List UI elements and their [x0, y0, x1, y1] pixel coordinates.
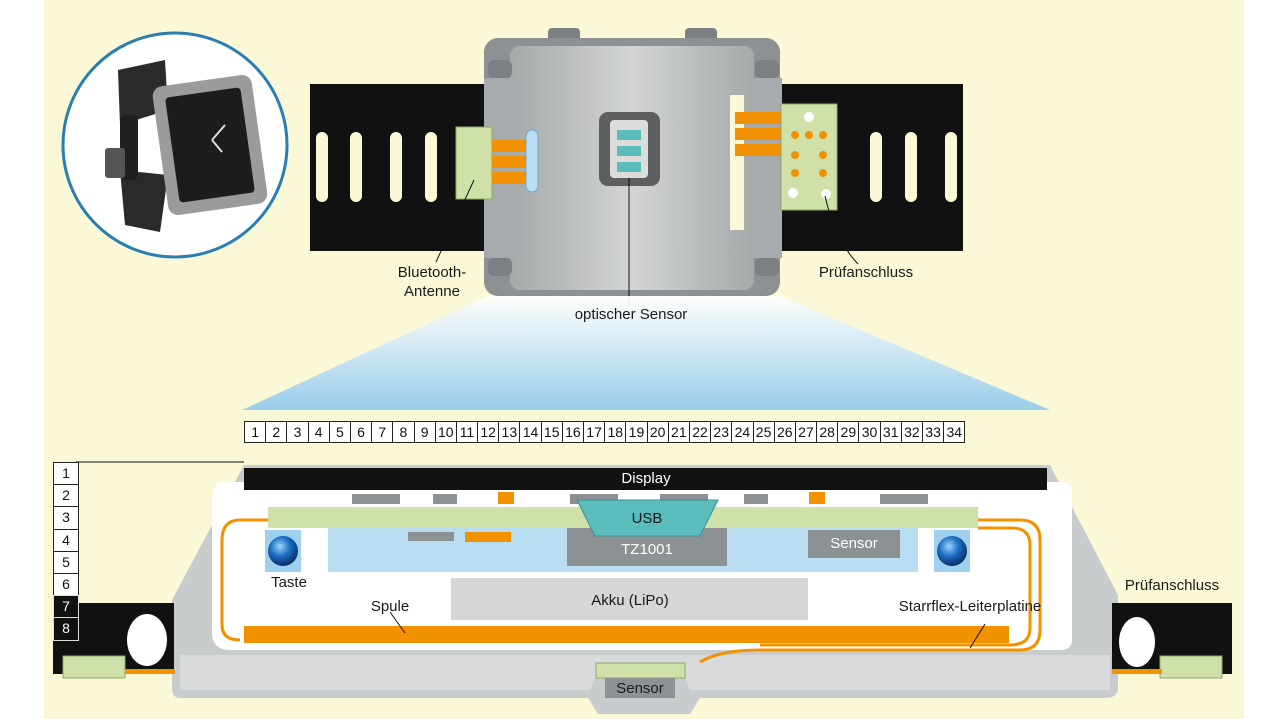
test-port-cable	[735, 112, 781, 124]
right-strap-section	[1112, 603, 1232, 679]
ruler-column-31: 31	[879, 421, 902, 443]
ruler-column-28: 28	[816, 421, 839, 443]
test-port-pins	[788, 112, 831, 199]
ruler-column-32: 32	[900, 421, 923, 443]
ruler-row-2: 2	[53, 484, 79, 508]
component-grey	[408, 532, 454, 541]
ruler-column-17: 17	[583, 421, 606, 443]
bluetooth-label-line2: Antenne	[404, 283, 460, 300]
ruler-column-16: 16	[561, 421, 584, 443]
button-left	[265, 530, 301, 572]
ruler-column-33: 33	[922, 421, 945, 443]
ruler-column-18: 18	[604, 421, 627, 443]
bottom-sensor-label: Sensor	[616, 680, 664, 697]
ruler-row-3: 3	[53, 506, 79, 530]
zoom-beam	[242, 296, 1050, 410]
ruler-column-29: 29	[837, 421, 860, 443]
ruler-column-25: 25	[752, 421, 775, 443]
ruler-column-27: 27	[794, 421, 818, 443]
ruler-column-34: 34	[943, 421, 966, 443]
starrflex-traces	[220, 518, 1042, 664]
starrflex-label: Starrflex-Leiterplatine	[898, 598, 1042, 615]
bottom-sensor-board	[595, 662, 686, 679]
ruler-column-2: 2	[265, 421, 288, 443]
ruler-column-24: 24	[731, 421, 754, 443]
bluetooth-connector	[492, 140, 532, 152]
usb-connector	[576, 499, 719, 537]
ruler-row-6: 6	[53, 572, 79, 597]
ruler-row-5: 5	[53, 550, 79, 574]
sensor-chip-label: Sensor	[830, 535, 878, 552]
ruler-column-21: 21	[667, 421, 690, 443]
bottom-leader-lines	[76, 461, 986, 649]
battery	[451, 578, 808, 620]
ruler-column-7: 7	[371, 421, 394, 443]
display-layer	[244, 468, 1047, 490]
ruler-row-1: 1	[53, 462, 79, 486]
ruler-column-15: 15	[540, 421, 563, 443]
top-components	[352, 492, 928, 504]
ruler-column-20: 20	[646, 421, 669, 443]
ruler-row-7: 7	[53, 595, 79, 619]
ruler-column-10: 10	[434, 421, 457, 443]
ruler-column-26: 26	[773, 421, 796, 443]
ruler-column-23: 23	[710, 421, 733, 443]
ruler-column-12: 12	[477, 421, 500, 443]
ruler-column-1: 1	[244, 421, 267, 443]
tz1001-label: TZ1001	[621, 541, 673, 558]
sensor-chip	[808, 530, 900, 558]
bluetooth-antenna-block	[455, 126, 493, 200]
ruler-column-19: 19	[625, 421, 648, 443]
ruler-column-22: 22	[688, 421, 712, 443]
ruler-column-11: 11	[455, 421, 479, 443]
ruler-column-4: 4	[307, 421, 330, 443]
battery-label: Akku (LiPo)	[591, 592, 669, 609]
ruler-row-4: 4	[53, 528, 79, 552]
usb-label: USB	[631, 510, 663, 527]
strap-holes	[316, 132, 957, 202]
button-right	[934, 530, 970, 572]
display-label: Display	[621, 470, 671, 487]
ruler-column-3: 3	[286, 421, 309, 443]
ruler-column-8: 8	[392, 421, 415, 443]
coil-label: Spule	[370, 598, 410, 615]
ruler-column-5: 5	[328, 421, 351, 443]
ruler-row-8: 8	[53, 617, 79, 641]
coil	[244, 626, 1009, 643]
ruler-column-30: 30	[858, 421, 881, 443]
bottom-sensor-chip	[605, 678, 675, 698]
ruler-column-13: 13	[498, 421, 521, 443]
top-leader-lines	[435, 178, 859, 305]
optical-sensor-label: optischer Sensor	[574, 306, 688, 323]
component-orange	[465, 532, 511, 542]
taste-label: Taste	[271, 574, 307, 591]
ruler-column-6: 6	[349, 421, 373, 443]
test-port-label-side: Prüfanschluss	[1124, 577, 1220, 594]
ruler-column-9: 9	[413, 421, 436, 443]
test-port-label-top: Prüfanschluss	[818, 264, 914, 281]
ruler-column-14: 14	[519, 421, 542, 443]
watch-photo	[61, 31, 289, 259]
bluetooth-label-line1: Bluetooth-	[397, 264, 467, 281]
